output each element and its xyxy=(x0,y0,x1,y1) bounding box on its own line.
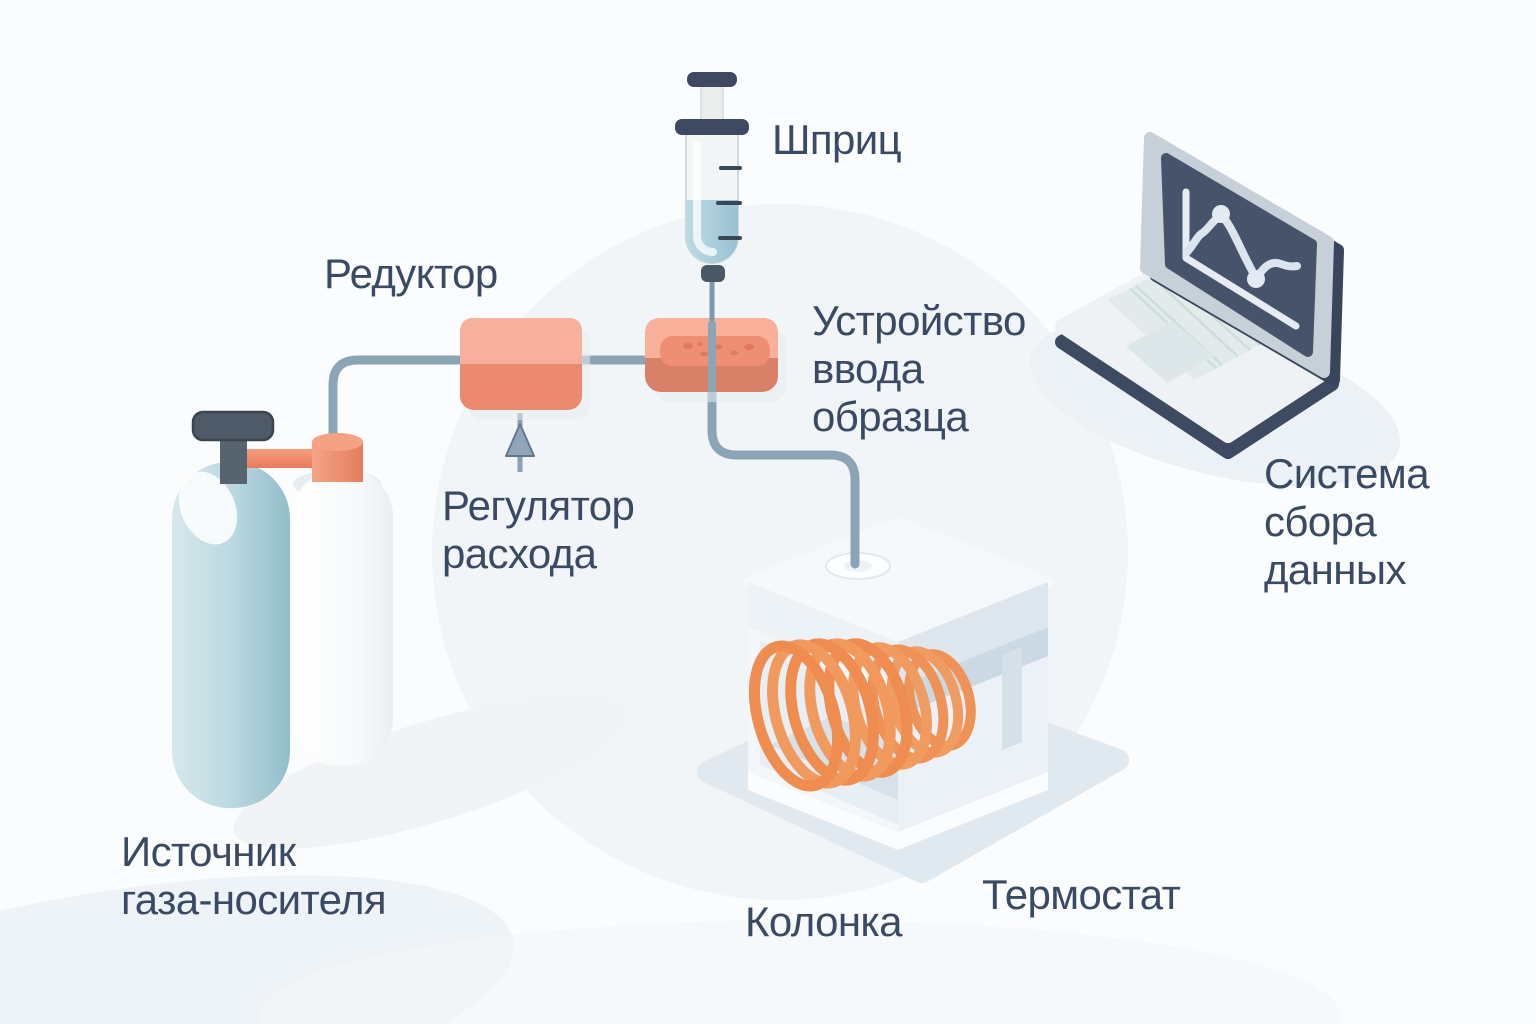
sample-injector-label: Устройство ввода образца xyxy=(812,297,1026,440)
bottle-shadow xyxy=(233,695,627,849)
chromatogram-icon xyxy=(1182,188,1301,330)
syringe-plunger-cap xyxy=(687,72,737,87)
laptop-screen xyxy=(1161,153,1317,357)
reservoir-bottle-icon xyxy=(292,470,393,766)
syringe-label: Шприц xyxy=(772,116,902,163)
thermostat-vent-slot xyxy=(1002,647,1022,750)
gas-cylinder-icon xyxy=(172,462,290,808)
reducer-label: Редуктор xyxy=(324,250,498,297)
syringe-hub xyxy=(701,265,725,282)
carrier-gas-tube xyxy=(328,355,475,455)
laptop-icon xyxy=(1029,132,1401,486)
chart-peak-dot xyxy=(1212,205,1230,223)
column-label: Колонка xyxy=(745,898,902,945)
background-decor xyxy=(0,204,1340,1024)
chart-valley-dot xyxy=(1247,270,1265,288)
carrier-gas-source xyxy=(172,410,393,808)
syringe-icon xyxy=(675,72,749,323)
sample-speckles xyxy=(683,342,754,357)
column-coil-icon xyxy=(748,638,976,792)
flow-regulator-label: Регулятор расхода xyxy=(442,482,635,577)
column-inlet-tube xyxy=(707,385,860,569)
syringe-ticks xyxy=(716,166,742,240)
syringe-flange xyxy=(675,119,749,135)
flow-arrow-icon xyxy=(505,413,535,472)
gas-source-label: Источник газа-носителя xyxy=(121,828,387,923)
tubing xyxy=(328,355,860,569)
thermostat-label: Термостат xyxy=(982,871,1181,918)
connector-pipe xyxy=(240,449,320,468)
laptop-trackpad xyxy=(1126,321,1214,383)
pressure-reducer-icon xyxy=(460,318,590,420)
bottle-cap-icon xyxy=(312,433,363,482)
cylinder-highlight xyxy=(178,471,238,545)
data-system-label: Система сбора данных xyxy=(1264,450,1430,593)
valve-icon xyxy=(191,410,275,484)
sample-injector-icon xyxy=(645,318,786,402)
